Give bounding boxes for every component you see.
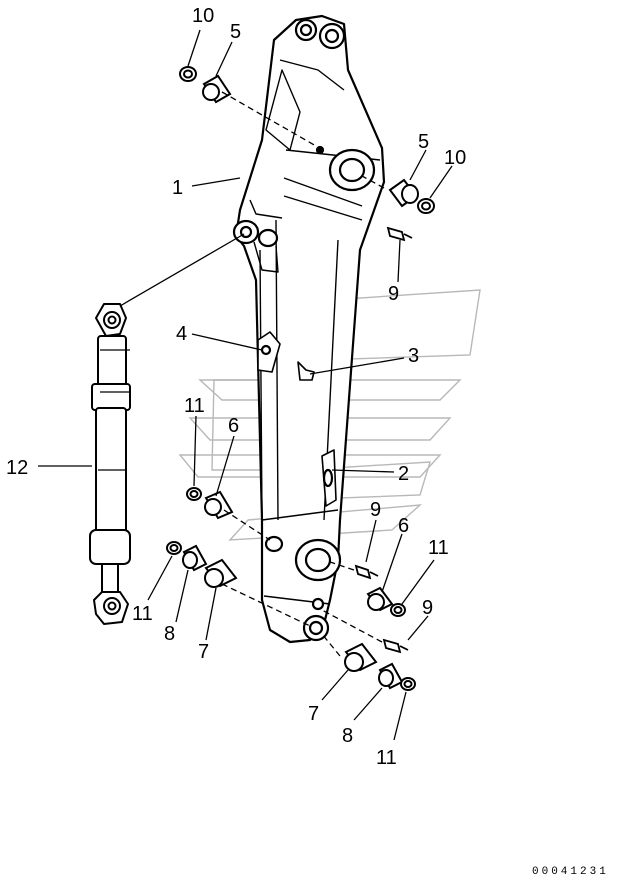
- callout-9-top: 9: [388, 283, 399, 305]
- part-bushing-7-left: [204, 558, 238, 588]
- part-bushing-5-top: [202, 74, 232, 104]
- part-seal-11-lower-left: [166, 541, 182, 555]
- callout-12: 12: [6, 457, 28, 479]
- callout-labels: 10 5 1 5 10 9 4 3 12 11 6 2 9 6 11 11 8 …: [6, 5, 466, 769]
- part-bushing-6-right: [366, 586, 394, 612]
- callout-6-left: 6: [228, 415, 239, 437]
- callout-4: 4: [176, 323, 187, 345]
- callout-2: 2: [398, 463, 409, 485]
- callout-11-left: 11: [184, 395, 205, 417]
- callout-8-left: 8: [164, 623, 175, 645]
- hydraulic-cylinder: [89, 303, 131, 625]
- callout-10-right: 10: [444, 147, 466, 169]
- callout-1: 1: [172, 177, 183, 199]
- part-seal-11-left: [186, 487, 202, 501]
- part-seal-11-right: [390, 603, 406, 617]
- arm-body: [232, 14, 386, 644]
- document-id: 00041231: [532, 866, 609, 878]
- callout-7-right: 7: [308, 703, 319, 725]
- part-seal-11-bottom: [400, 677, 416, 691]
- part-grease-fitting-9-mid: [354, 564, 379, 580]
- callout-5-top: 5: [230, 21, 241, 43]
- callout-11-bottom: 11: [376, 747, 397, 769]
- callout-10-top: 10: [192, 5, 214, 27]
- callout-7-left: 7: [198, 641, 209, 663]
- callout-9-mid: 9: [370, 499, 381, 521]
- callout-11-lower-left: 11: [132, 603, 153, 625]
- callout-5-right: 5: [418, 131, 429, 153]
- part-bushing-8-left: [182, 544, 208, 572]
- leader-lines: [38, 29, 453, 741]
- part-grease-fitting-9-low: [382, 638, 409, 654]
- part-bushing-6-left: [204, 490, 234, 520]
- part-bushing-7-right: [344, 642, 378, 672]
- callout-11-right: 11: [428, 537, 449, 559]
- callout-3: 3: [408, 345, 419, 367]
- part-grease-fitting-9-top: [386, 226, 413, 242]
- callout-6-right: 6: [398, 515, 409, 537]
- callout-8-right: 8: [342, 725, 353, 747]
- part-seal-10-top: [179, 66, 197, 82]
- part-bushing-8-right: [378, 662, 404, 690]
- part-seal-10-right: [417, 198, 435, 214]
- callout-9-low: 9: [422, 597, 433, 619]
- part-bushing-5-right: [388, 178, 419, 208]
